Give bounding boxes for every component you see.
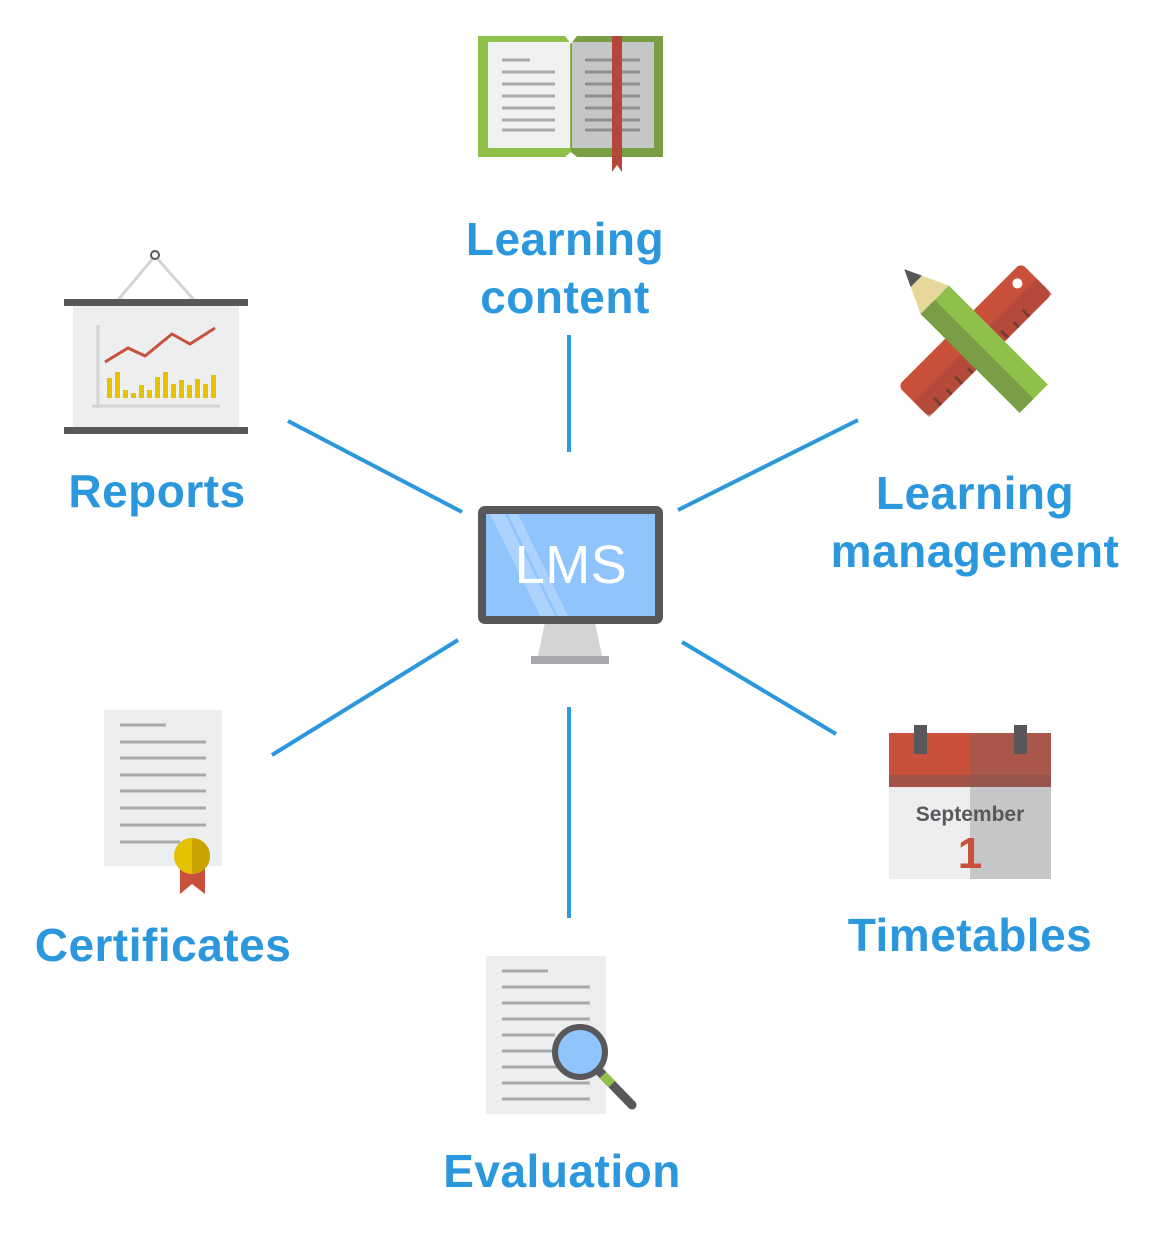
node-label-line1: Learning (465, 213, 665, 265)
node-label-line1: Learning (875, 467, 1075, 519)
certificate-icon (104, 710, 222, 894)
connectors (270, 335, 859, 918)
node-timetables[interactable]: Timetables (847, 909, 1093, 961)
connector-timetables (680, 640, 838, 736)
node-certificates[interactable]: Certificates (34, 919, 292, 971)
node-label-line2: content (480, 271, 650, 323)
node-reports[interactable]: Reports (68, 465, 246, 517)
calendar-icon: September 1 (889, 725, 1051, 879)
node-evaluation[interactable]: Evaluation (443, 1145, 681, 1197)
node-learning-management[interactable]: Learning management (831, 464, 1120, 580)
monitor-icon (478, 506, 663, 664)
node-learning-content[interactable]: Learning content (466, 210, 664, 326)
node-label-line2: management (830, 525, 1120, 577)
connector-certificates (270, 638, 460, 757)
calendar-day: 1 (958, 829, 982, 878)
connector-reports (287, 419, 463, 514)
pencil-ruler-icon (900, 265, 1053, 418)
document-magnifier-icon (486, 956, 637, 1114)
chart-board-icon (64, 250, 248, 434)
connector-learning-management (677, 418, 859, 512)
center-label: LMS (514, 535, 628, 595)
calendar-month: September (916, 803, 1025, 826)
book-icon (478, 36, 663, 172)
